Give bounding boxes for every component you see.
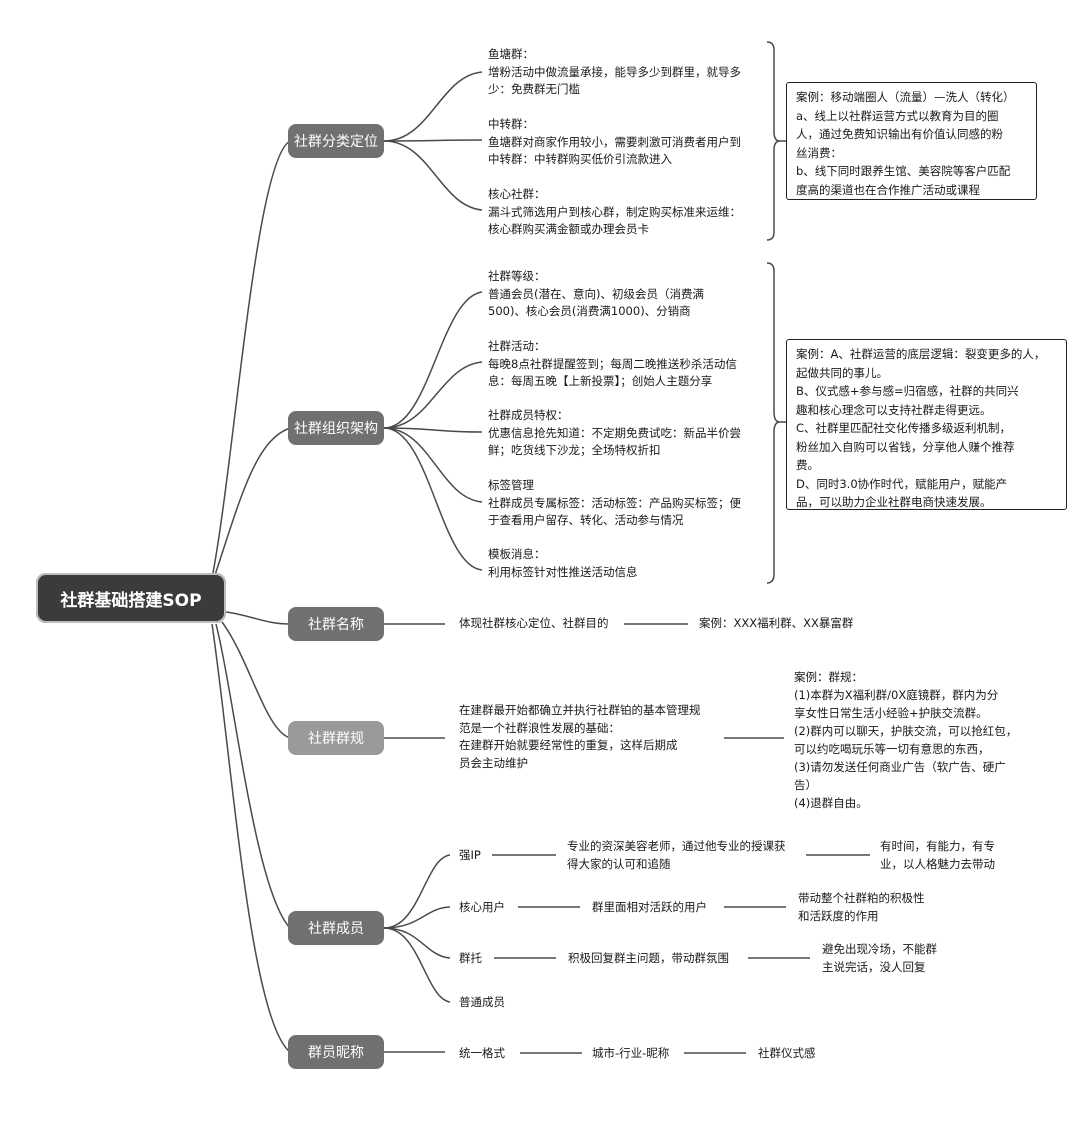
member-ip-extra: 有时间，有能力，有专 业，以人格魅力去带动 [880,839,995,871]
member-ip-desc: 专业的资深美容老师，通过他专业的授课获 得大家的认可和追随 [567,839,786,871]
branch-name[interactable]: 社群名称 [288,607,384,641]
member-shill-desc: 积极回复群主问题，带动群氛围 [568,951,729,965]
classify-item-fishpond: 鱼塘群： 增粉活动中做流量承接，能导多少到群里，就导多 少：免费群无门槛 [488,47,741,96]
branch-org[interactable]: 社群组织架构 [288,411,384,445]
member-core-desc: 群里面相对活跃的用户 [592,900,707,914]
member-shill-extra: 避免出现冷场，不能群 主说完话，没人回复 [822,942,937,974]
rules-desc: 在建群最开始都确立并执行社群铂的基本管理规 范是一个社群浪性发展的基础： 在建群… [459,703,701,770]
org-item-template: 模板消息： 利用标签针对性推送活动信息 [488,547,638,579]
classify-case-box: 案例：移动端圈人（流量）—洗人（转化） a、线上以社群运营方式以教育为目的圈 人… [786,82,1037,200]
nick-step-format: 统一格式 [459,1046,505,1060]
classify-item-core: 核心社群： 漏斗式筛选用户到核心群，制定购买标准来运维： 核心群购买满金额或办理… [488,187,741,236]
member-core-name: 核心用户 [459,900,505,914]
branch-nickname[interactable]: 群员昵称 [288,1035,384,1069]
org-item-level: 社群等级： 普通会员(潜在、意向)、初级会员（消费满 500)、核心会员(消费满… [488,269,704,318]
name-desc: 体现社群核心定位、社群目的 [459,616,609,630]
branch-rules[interactable]: 社群群规 [288,721,384,755]
org-item-activity: 社群活动： 每晚8点社群提醒签到；每周二晚推送秒杀活动信 息：每周五晚【上新投票… [488,339,737,388]
org-case-box: 案例：A、社群运营的底层逻辑：裂变更多的人， 起做共同的事儿。 B、仪式感+参与… [786,339,1067,510]
org-item-tags: 标签管理 社群成员专属标签：活动标签：产品购买标签；便 于查看用户留存、转化、活… [488,478,741,527]
member-ip-name: 强IP [459,848,481,862]
org-item-privilege: 社群成员特权： 优惠信息抢先知道：不定期免费试吃：新品半价尝 鲜；吃货线下沙龙；… [488,408,741,457]
root-node[interactable]: 社群基础搭建SOP [36,573,226,623]
nick-step-ritual: 社群仪式感 [758,1046,816,1060]
branch-classify[interactable]: 社群分类定位 [288,124,384,158]
member-shill-name: 群托 [459,951,482,965]
classify-item-transfer: 中转群： 鱼塘群对商家作用较小，需要刺激可消费者用户到 中转群：中转群购买低价引… [488,117,741,166]
branch-members[interactable]: 社群成员 [288,911,384,945]
rules-case: 案例：群规： (1)本群为X福利群/0X庭镜群，群内为分 享女性日常生活小经验+… [794,670,1018,810]
member-core-extra: 带动整个社群粕的积极性 和活跃度的作用 [798,891,925,923]
member-normal-name: 普通成员 [459,995,505,1009]
name-case: 案例：XXX福利群、XX暴富群 [699,616,854,630]
nick-step-pattern: 城市-行业-昵称 [592,1046,670,1060]
